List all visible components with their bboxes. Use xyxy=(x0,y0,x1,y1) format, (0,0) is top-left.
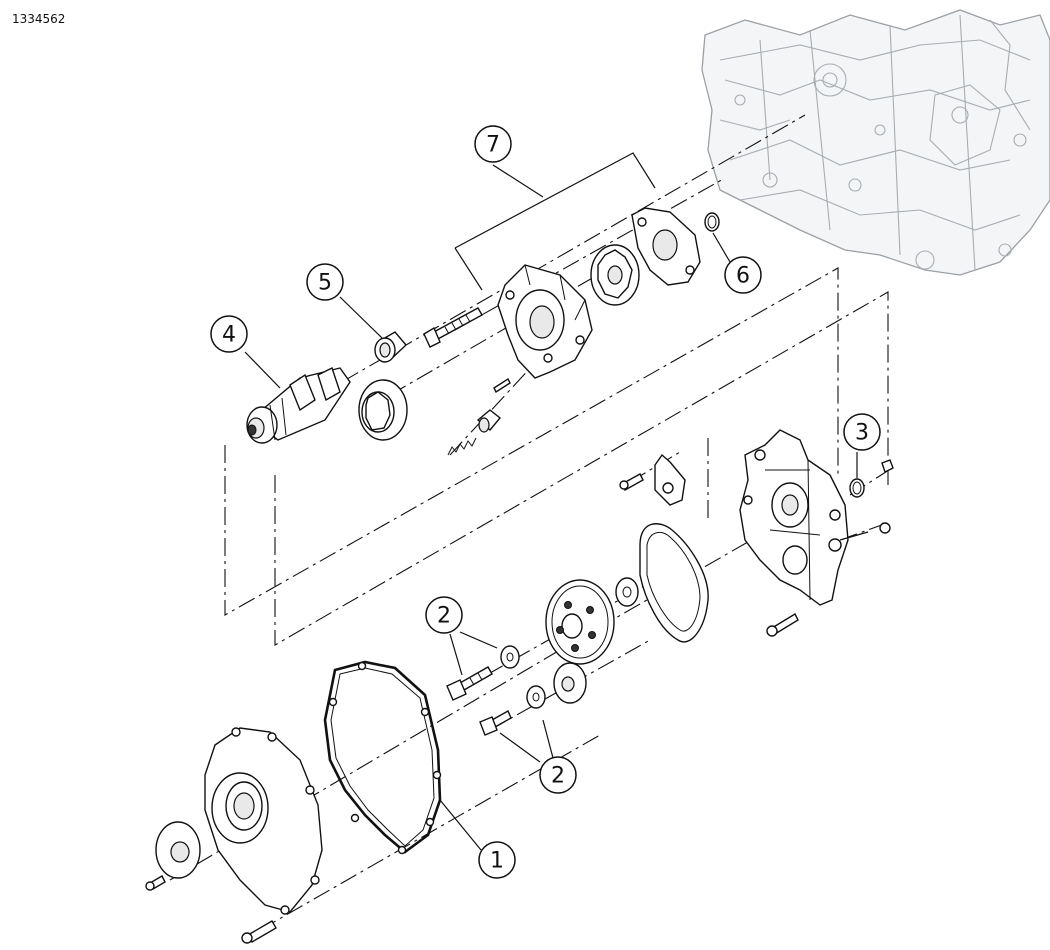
washers xyxy=(500,577,639,709)
callout-3: 3 xyxy=(843,413,881,451)
pump-housing xyxy=(497,264,593,379)
svg-text:3: 3 xyxy=(855,421,869,446)
callout-7: 7 xyxy=(474,125,512,163)
chain-tensioner xyxy=(619,453,686,506)
pump-bolt xyxy=(423,307,483,348)
ball-bearing xyxy=(358,379,408,441)
svg-text:1: 1 xyxy=(490,849,504,874)
svg-text:6: 6 xyxy=(736,264,750,289)
sprocket-bolts xyxy=(446,666,512,736)
callout-5: 5 xyxy=(306,263,344,301)
svg-text:2: 2 xyxy=(437,604,451,629)
leader-lines xyxy=(244,152,869,851)
callout-2-bottom: 2 xyxy=(539,756,577,794)
o-ring xyxy=(704,212,720,232)
pump-cover xyxy=(631,207,701,286)
svg-text:2: 2 xyxy=(551,764,565,789)
callout-6: 6 xyxy=(724,256,762,294)
drive-chain xyxy=(639,523,709,643)
svg-text:7: 7 xyxy=(486,133,500,158)
callout-1: 1 xyxy=(478,841,516,879)
sealing-ring xyxy=(849,478,865,498)
small-sprocket xyxy=(553,662,587,704)
engine-side-cover xyxy=(204,727,323,915)
callout-4: 4 xyxy=(210,315,248,353)
cover-gasket xyxy=(323,660,442,855)
engine-crankcase xyxy=(701,9,1050,276)
svg-text:5: 5 xyxy=(318,271,332,296)
oil-pump-body xyxy=(739,429,894,637)
relief-valve xyxy=(447,377,511,456)
diagram-id-label: 1334562 xyxy=(12,12,66,26)
oil-pump-assembly xyxy=(423,207,701,456)
pump-rotor xyxy=(590,244,640,306)
large-sprocket xyxy=(545,579,615,665)
inspection-plate xyxy=(145,821,277,944)
drive-shaft xyxy=(246,367,351,444)
svg-text:4: 4 xyxy=(222,323,236,348)
needle-bearing xyxy=(374,331,407,363)
callout-2-top: 2 xyxy=(425,596,463,634)
